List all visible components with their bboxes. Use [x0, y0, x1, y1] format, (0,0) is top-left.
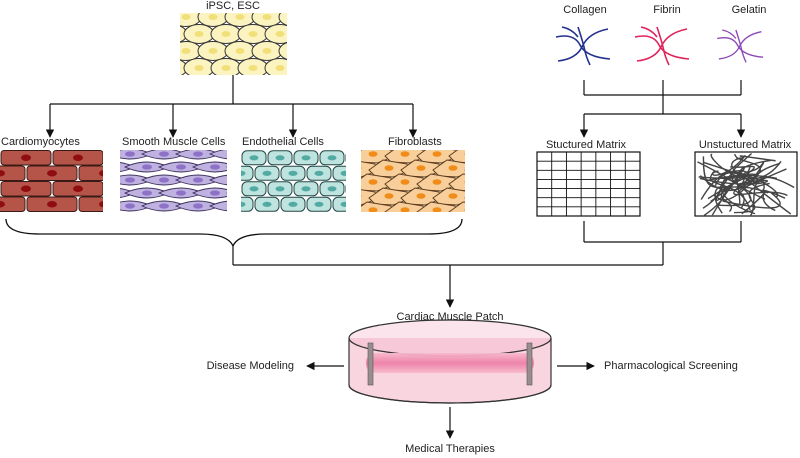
output-medical-therapies: Medical Therapies	[405, 443, 495, 455]
cell-types-brace	[5, 218, 463, 248]
material-connectors	[579, 80, 746, 138]
structured-matrix-label: Stuctured Matrix	[545, 139, 627, 151]
fiber-icon	[634, 26, 690, 66]
output-arrows	[306, 361, 595, 439]
patch-label: Cardiac Muscle Patch	[396, 311, 504, 323]
fibroblast-tissue	[361, 150, 465, 212]
material-label-collagen: Collagen	[563, 4, 607, 16]
source-label: iPSC, ESC	[206, 0, 260, 12]
fiber-icon	[717, 29, 764, 63]
output-pharmacological-screening: Pharmacological Screening	[604, 360, 738, 372]
fiber-icon	[555, 26, 611, 66]
cardiomyocyte-tissue	[0, 150, 103, 212]
unstructured-matrix-label: Unstuctured Matrix	[698, 139, 792, 151]
cell-type-label-fibroblasts: Fibroblasts	[388, 136, 442, 148]
source-tissue	[180, 13, 287, 75]
matrix-connectors	[583, 221, 742, 265]
structured-matrix-icon	[536, 151, 641, 217]
material-label-gelatin: Gelatin	[731, 4, 767, 16]
cell-type-label-cardiomyocytes: Cardiomyocytes	[1, 136, 80, 148]
endothelial-tissue	[241, 150, 346, 212]
material-label-fibrin: Fibrin	[653, 4, 681, 16]
unstructured-matrix-icon	[694, 151, 798, 217]
smooth-muscle-tissue	[120, 150, 227, 212]
source-connectors	[45, 75, 418, 138]
cardiac-patch-dish	[348, 319, 552, 404]
patch-connectors	[232, 246, 663, 308]
output-disease-modeling: Disease Modeling	[206, 360, 294, 372]
fiber-icons	[555, 26, 764, 66]
cell-type-label-smooth-muscle: Smooth Muscle Cells	[122, 136, 226, 148]
cell-type-label-endothelial: Endothelial Cells	[242, 136, 324, 148]
